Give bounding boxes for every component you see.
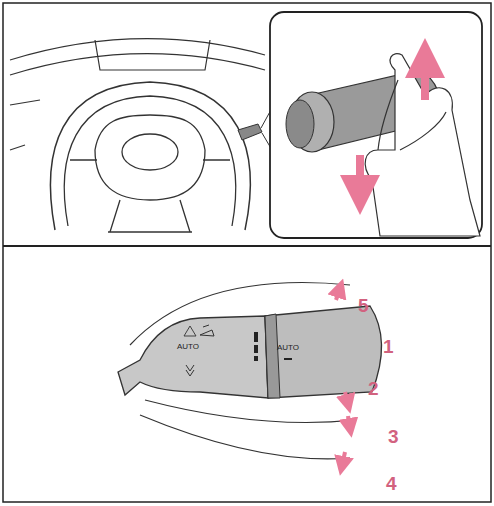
callout-number: 3: [388, 427, 399, 446]
callout-number: 4: [386, 474, 397, 493]
hand: [365, 54, 480, 236]
steering-wheel: [50, 82, 250, 232]
callout-number: 5: [358, 296, 369, 315]
lever-label: AUTO: [177, 343, 199, 351]
lever-label: AUTO: [277, 344, 299, 352]
arrow-up: [421, 58, 429, 100]
inset-frame: [270, 12, 482, 238]
divider: [3, 245, 491, 247]
callout-number: 1: [383, 337, 394, 356]
wiper-lever-small: [238, 124, 262, 140]
callout-number: 2: [368, 379, 379, 398]
wiper-lever: [118, 306, 382, 398]
frame: [3, 3, 491, 502]
position-arrows: [336, 288, 350, 466]
arrow-down: [356, 155, 364, 195]
